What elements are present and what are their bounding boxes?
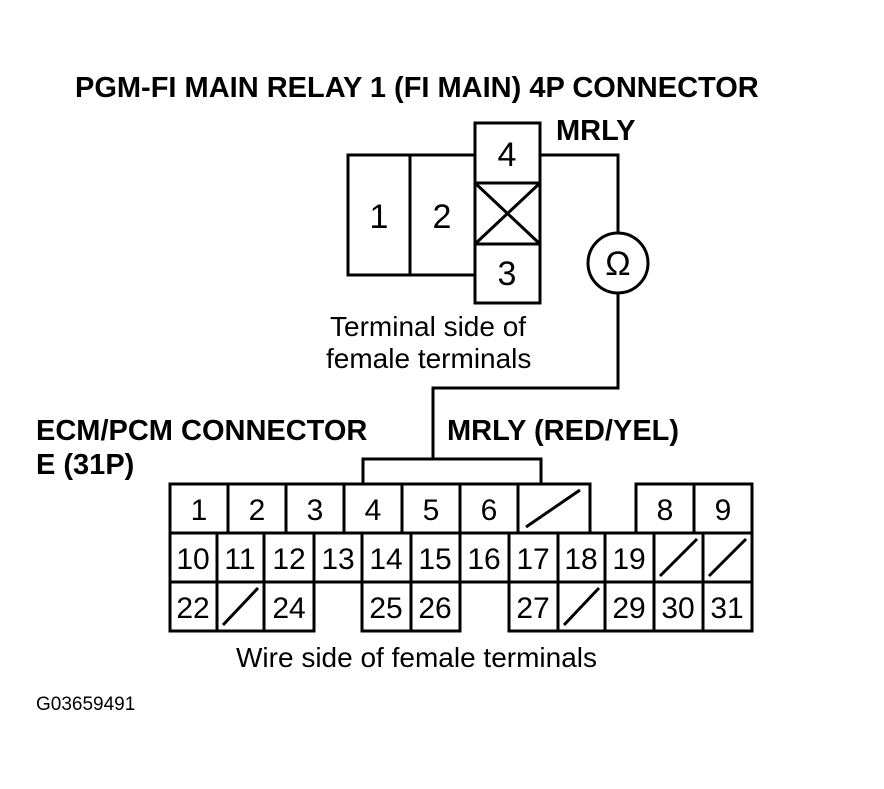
relay-terminal-2: 2 <box>433 198 452 236</box>
relay-caption-line2: female terminals <box>326 343 532 374</box>
relay-terminal-1: 1 <box>370 198 389 236</box>
ecm-terminal: 25 <box>369 592 402 625</box>
meter-lead-bottom <box>431 293 620 459</box>
ecm-terminal: 16 <box>467 543 500 576</box>
ecm-terminal: 26 <box>418 592 451 625</box>
ecm-terminal: 11 <box>224 543 255 576</box>
relay-terminal-3: 3 <box>498 255 517 293</box>
ecm-terminal: 31 <box>710 592 743 625</box>
ecm-terminal: 27 <box>516 592 549 625</box>
ecm-terminal: 5 <box>423 494 440 527</box>
ecm-terminal: 3 <box>307 494 324 527</box>
ecm-terminal: 29 <box>612 592 645 625</box>
ecm-terminal: 24 <box>272 592 305 625</box>
meter-lead-top <box>540 153 620 233</box>
ecm-terminal: 8 <box>657 494 674 527</box>
ecm-terminal: 12 <box>272 543 305 576</box>
ecm-terminal: 17 <box>516 543 549 576</box>
ecm-terminal: 30 <box>661 592 694 625</box>
relay-signal-label: MRLY <box>556 115 636 147</box>
relay-caption-line1: Terminal side of <box>330 311 527 342</box>
relay-connector-title: PGM-FI MAIN RELAY 1 (FI MAIN) 4P CONNECT… <box>75 72 759 104</box>
ecm-terminal: 10 <box>176 543 209 576</box>
ecm-terminal: 18 <box>564 543 597 576</box>
ecm-connector-title: ECM/PCM CONNECTOR <box>36 415 368 447</box>
relay-column-right <box>473 121 542 305</box>
ecm-caption: Wire side of female terminals <box>236 642 598 673</box>
ecm-terminal: 13 <box>321 543 354 576</box>
ecm-terminal: 14 <box>369 543 402 576</box>
ecm-terminal: 9 <box>715 494 732 527</box>
ecm-terminal: 2 <box>249 494 266 527</box>
ecm-terminal: 4 <box>365 494 382 527</box>
relay-terminal-4: 4 <box>498 136 517 174</box>
ecm-terminal: 15 <box>418 543 451 576</box>
ecm-terminal: 19 <box>612 543 645 576</box>
ecm-terminal: 1 <box>191 494 208 527</box>
ecm-terminal: 6 <box>481 494 498 527</box>
terminal-bracket <box>361 457 543 484</box>
ohm-symbol: Ω <box>605 245 630 283</box>
ecm-wire-label: MRLY (RED/YEL) <box>447 415 680 447</box>
figure-id: G03659491 <box>36 694 136 715</box>
ecm-connector-subtitle: E (31P) <box>36 449 135 481</box>
ecm-terminal: 22 <box>176 592 209 625</box>
